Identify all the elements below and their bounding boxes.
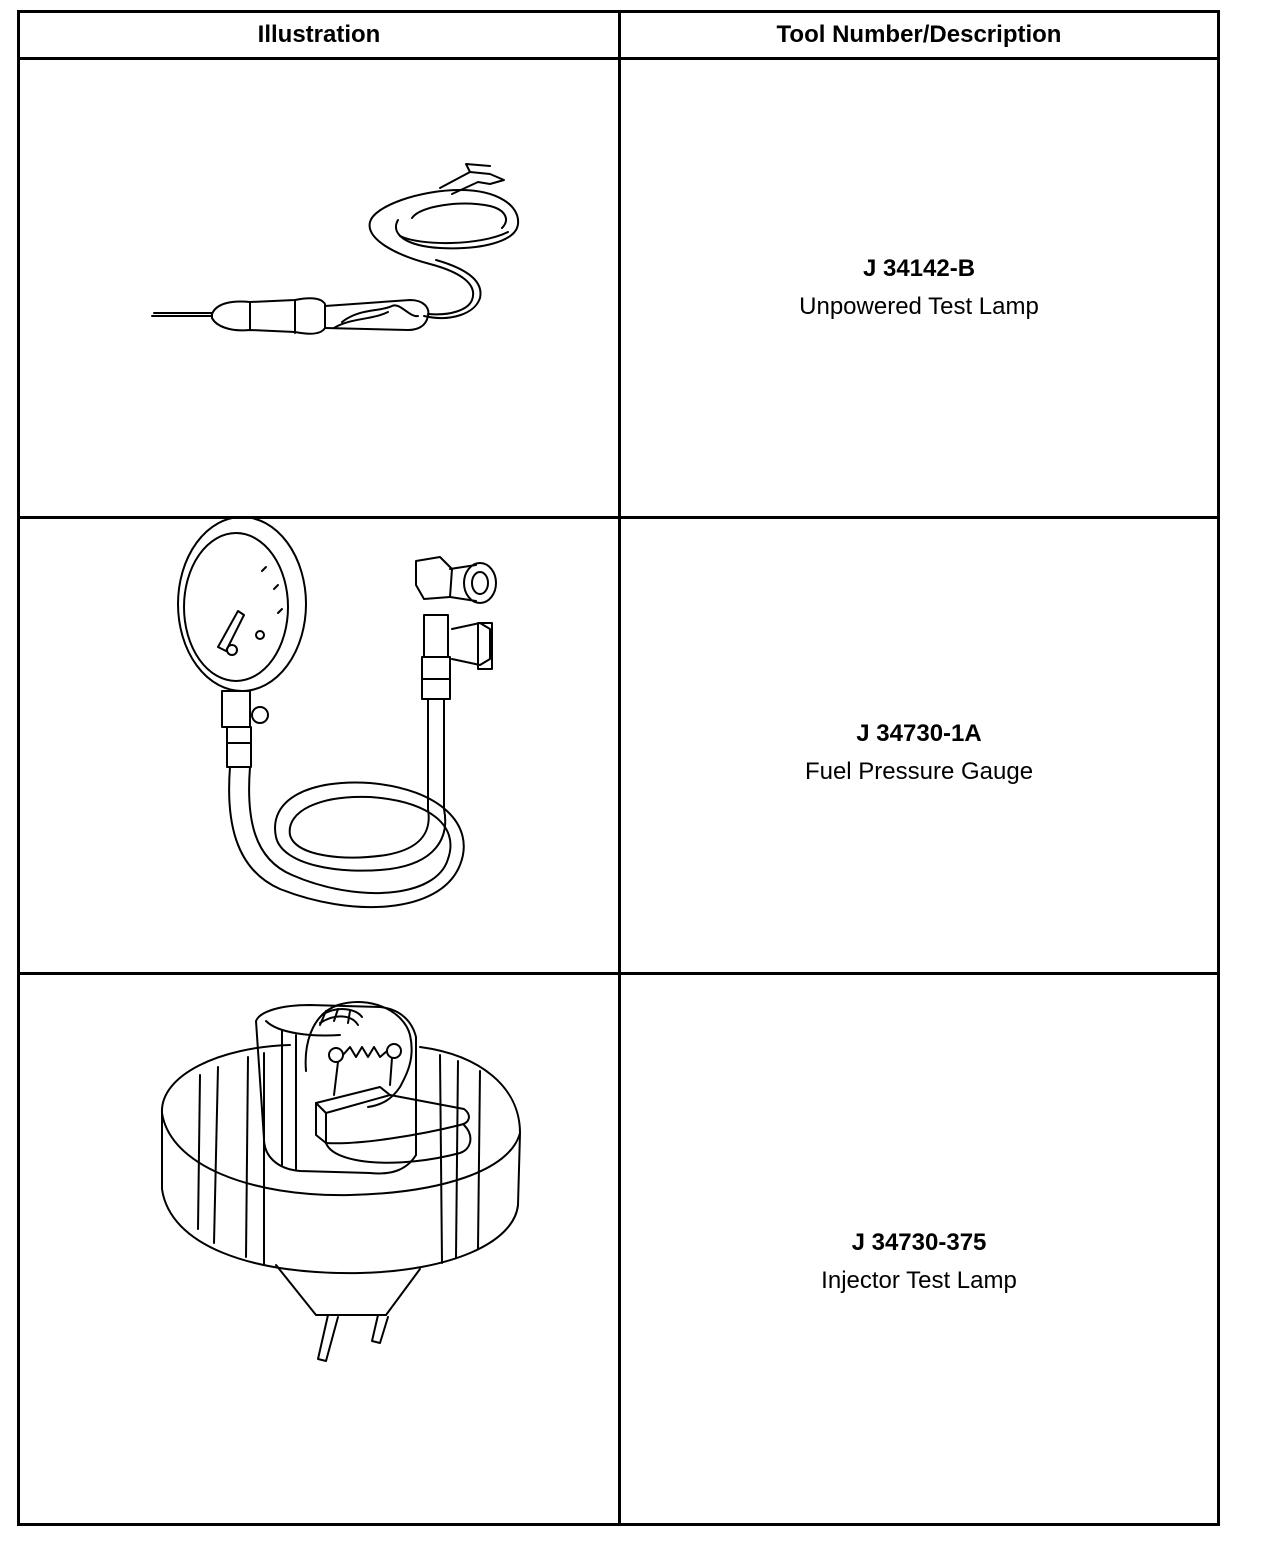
illustration-cell xyxy=(20,975,618,1523)
tool-number: J 34730-1A xyxy=(856,720,982,747)
tool-table: Illustration Tool Number/Description xyxy=(17,10,1220,1526)
table-row: J 34142-B Unpowered Test Lamp xyxy=(20,60,1217,519)
tool-description: J 34142-B Unpowered Test Lamp xyxy=(621,250,1217,326)
tool-number: J 34730-375 xyxy=(851,1229,987,1256)
header-tool-description: Tool Number/Description xyxy=(776,21,1062,48)
test-lamp-icon xyxy=(151,163,520,335)
injector-test-lamp-icon xyxy=(160,1000,521,1362)
column-divider xyxy=(618,13,621,1523)
tool-name: Fuel Pressure Gauge xyxy=(804,758,1034,785)
tool-name: Unpowered Test Lamp xyxy=(799,293,1039,320)
table-row: J 34730-375 Injector Test Lamp xyxy=(20,975,1217,1523)
illustration-cell xyxy=(20,60,618,516)
tool-description: J 34730-375 Injector Test Lamp xyxy=(621,1224,1217,1300)
table-row: J 34730-1A Fuel Pressure Gauge xyxy=(20,519,1217,975)
tool-description: J 34730-1A Fuel Pressure Gauge xyxy=(621,715,1217,791)
tool-name: Injector Test Lamp xyxy=(821,1267,1017,1294)
fuel-pressure-gauge-icon xyxy=(177,519,497,909)
illustration-cell xyxy=(20,519,618,972)
tool-number: J 34142-B xyxy=(862,255,976,282)
header-illustration: Illustration xyxy=(257,21,381,48)
